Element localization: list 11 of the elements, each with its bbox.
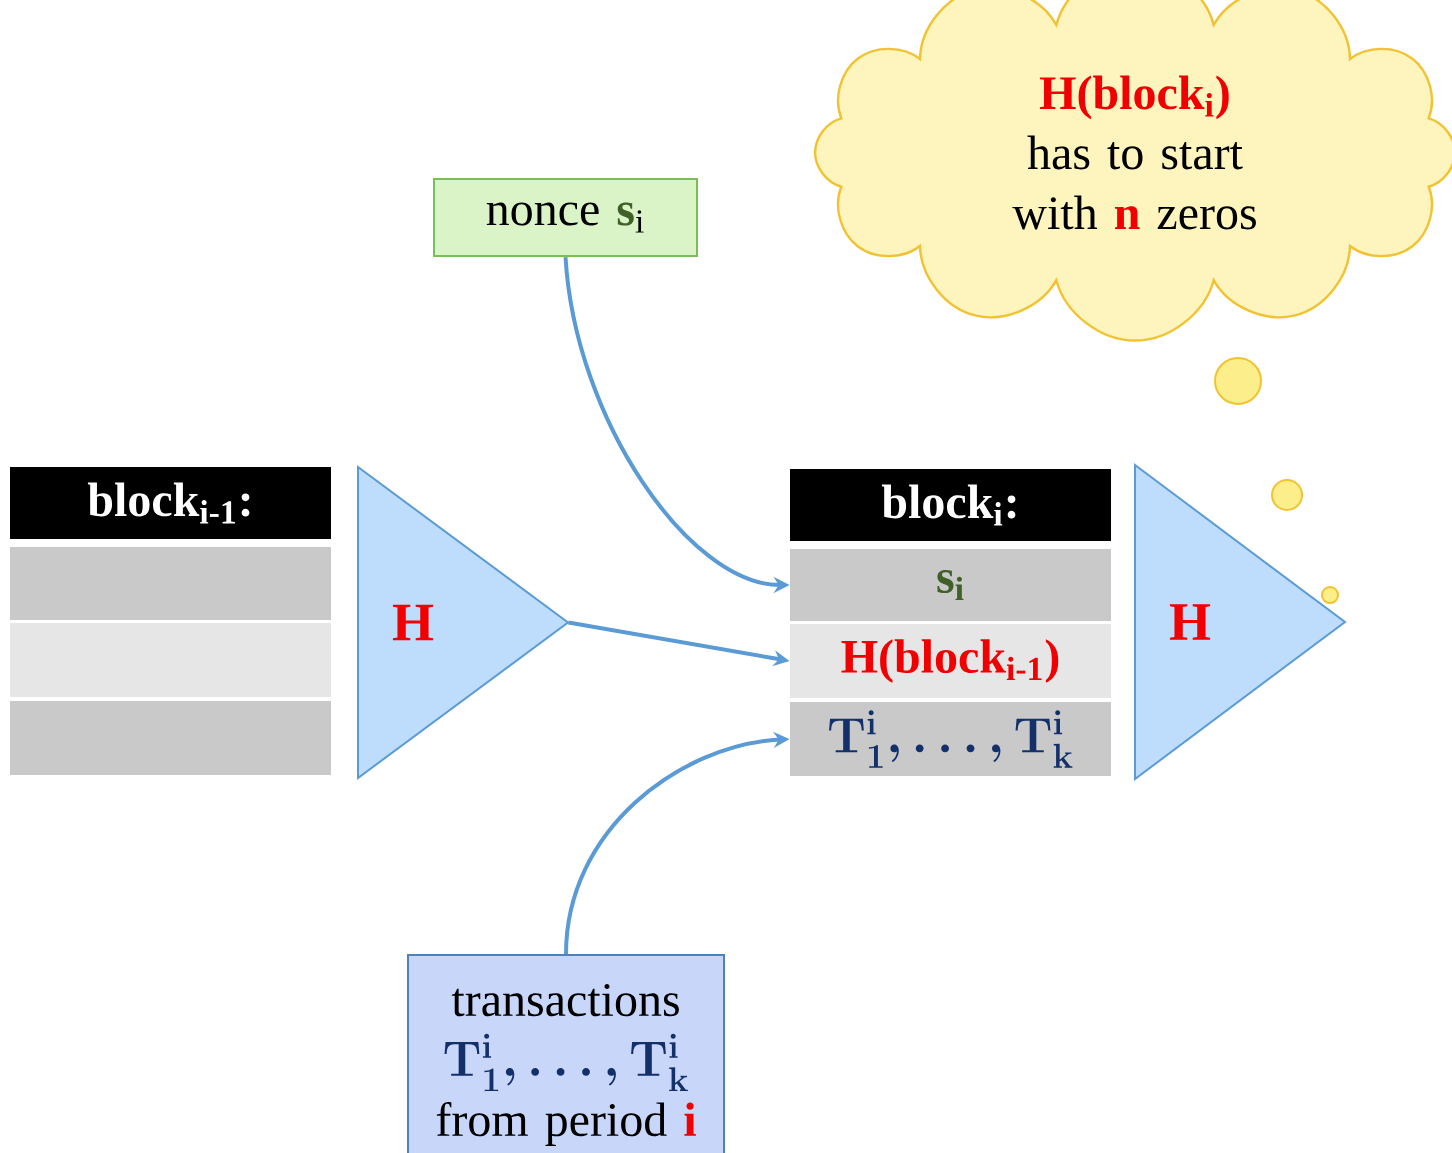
block-field: [10, 701, 331, 775]
transactions-box: transactions $\mathbf{T}_{\mathbf{1}}^{\mathbf{i}}, \ldots, \mathbf{T}_{\mathbf{k}}^{\mathbf{i}}$ from period i: [407, 954, 725, 1153]
block-field: $\mathbf{T}_{\mathbf{1}}^{\mathbf{i}}, \ldots, \mathbf{T}_{\mathbf{k}}^{\mathbf{i}}$: [790, 702, 1111, 776]
block-field: [10, 623, 331, 697]
block-header: block$_{i-1}$:: [10, 467, 331, 539]
nonce-box: nonce s$_{i}$: [433, 178, 698, 257]
block-field: [10, 547, 331, 620]
block-field: s$_{i}$: [790, 549, 1111, 621]
thought-cloud: H(block$_{i}$) has to start with n zeros: [813, 0, 1452, 342]
block-field: H(block$_{i-1}$): [790, 624, 1111, 698]
block-header: block$_{i}$:: [790, 469, 1111, 541]
